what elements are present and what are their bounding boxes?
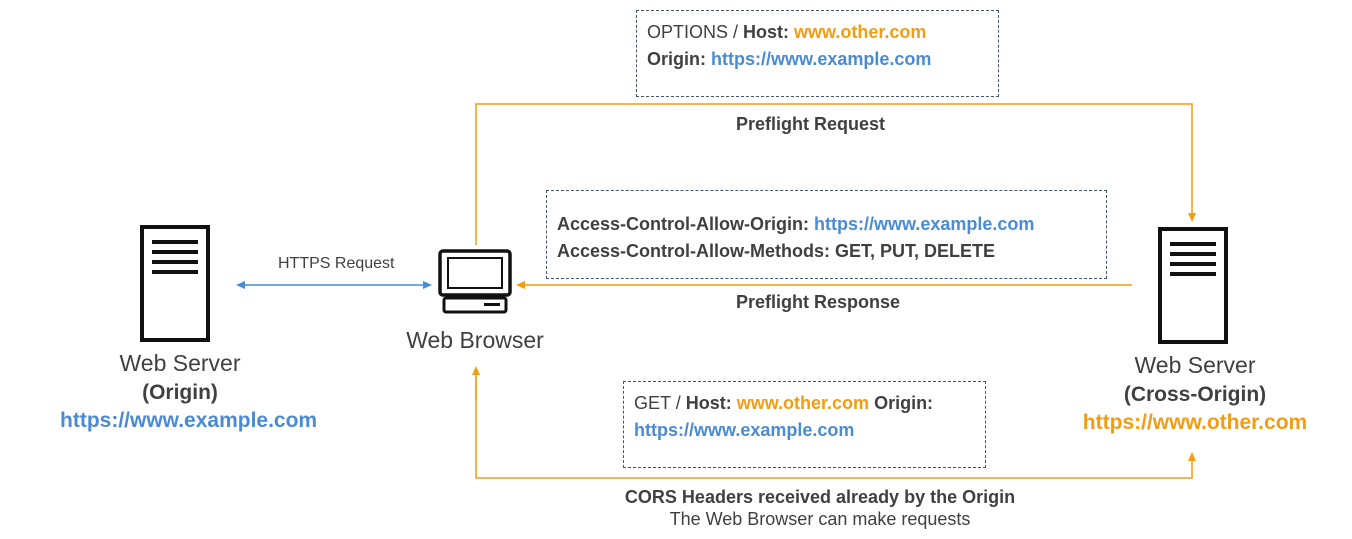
allow-methods-line: Access-Control-Allow-Methods: GET, PUT, … [557,241,996,261]
get-request-line2: https://www.example.com [634,420,855,440]
cors-caption: CORS Headers received already by the Ori… [520,486,1120,530]
browser-title: Web Browser [406,327,544,353]
preflight-request-arrow [475,103,1196,245]
left-server-url: https://www.example.com [60,409,318,432]
right-server-url: https://www.other.com [1082,411,1308,434]
get-request-line1: GET / Host: www.other.com Origin: [634,393,934,413]
right-server-label: Web Server (Cross-Origin) https://www.ot… [1075,352,1315,435]
server-icon [140,225,210,342]
preflight-request-label: Preflight Request [736,114,886,134]
preflight-response-box: Access-Control-Allow-Origin: https://www… [546,190,1107,279]
preflight-request-box: OPTIONS / Host: www.other.com Origin: ht… [636,10,999,97]
left-server-label: Web Server (Origin) https://www.example.… [60,350,318,433]
get-request-box: GET / Host: www.other.com Origin: https:… [623,381,986,468]
left-server-title: Web Server [119,350,241,376]
preflight-request-line2: Origin: https://www.example.com [647,49,932,69]
cors-get-arrow [475,372,1196,479]
right-server-subtitle: (Cross-Origin) [1123,383,1267,406]
cors-caption-line1: CORS Headers received already by the Ori… [624,487,1016,507]
cors-caption-line2: The Web Browser can make requests [669,509,971,529]
server-icon [1158,227,1228,344]
allow-origin-line: Access-Control-Allow-Origin: https://www… [557,214,1035,234]
preflight-request-line1: OPTIONS / Host: www.other.com [647,22,927,42]
right-server-title: Web Server [1134,352,1256,378]
https-request-label: HTTPS Request [278,255,395,272]
left-server-subtitle: (Origin) [142,381,218,404]
browser-label: Web Browser [375,327,575,354]
preflight-response-label: Preflight Response [736,292,901,312]
computer-icon [438,249,512,314]
